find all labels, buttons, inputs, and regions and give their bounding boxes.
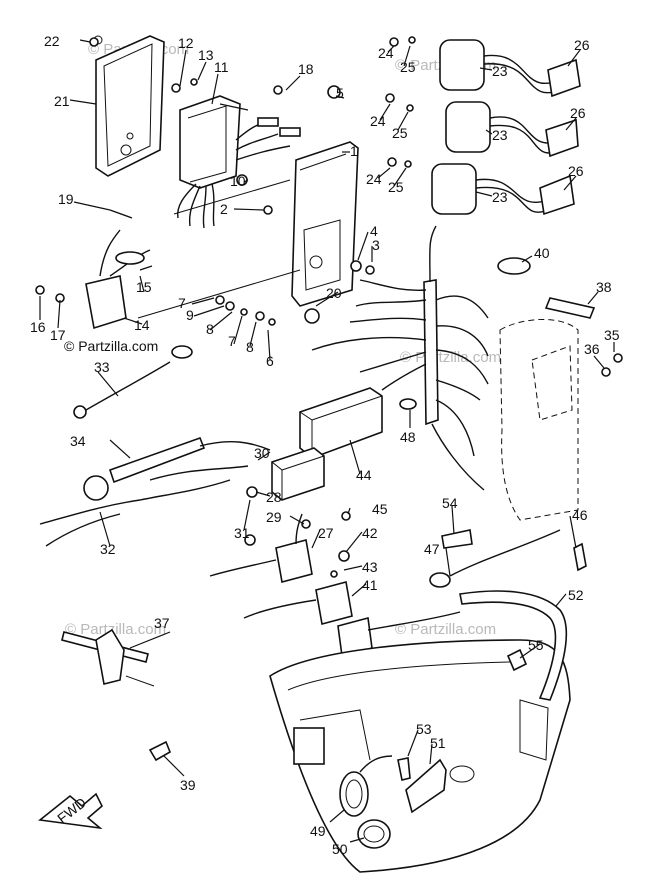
starter-relay-part — [209, 513, 313, 583]
callout-6: 6 — [266, 353, 274, 369]
callout-28: 28 — [266, 489, 282, 505]
callout-8b: 8 — [246, 339, 254, 355]
callout-46: 46 — [572, 507, 588, 523]
callout-25b: 25 — [392, 125, 408, 141]
callout-18: 18 — [298, 61, 314, 77]
callout-47: 47 — [424, 541, 440, 557]
relay-box-part — [271, 447, 325, 501]
callout-31: 31 — [234, 525, 250, 541]
callout-1: 1 — [350, 143, 358, 159]
callout-24a: 24 — [378, 45, 394, 61]
callout-54: 54 — [442, 495, 458, 511]
fastener-parts — [35, 37, 623, 762]
callout-53: 53 — [416, 721, 432, 737]
callout-34: 34 — [70, 433, 86, 449]
callout-36: 36 — [584, 341, 600, 357]
grommet-part — [339, 755, 393, 817]
callout-48: 48 — [400, 429, 416, 445]
callout-19: 19 — [58, 191, 74, 207]
callout-29: 29 — [266, 509, 282, 525]
callout-49: 49 — [310, 823, 326, 839]
ignition-cover-part — [93, 35, 165, 177]
callout-10: 10 — [230, 173, 246, 189]
callout-39: 39 — [180, 777, 196, 793]
callout-45: 45 — [372, 501, 388, 517]
callout-27: 27 — [318, 525, 334, 541]
bolt-part — [385, 36, 416, 168]
callout-13: 13 — [198, 47, 214, 63]
junction-box-part — [299, 387, 383, 459]
callout-43: 43 — [362, 559, 378, 575]
fwd-arrow-icon: FWD — [38, 792, 103, 830]
callout-8: 8 — [206, 321, 214, 337]
engine-outline — [499, 319, 579, 521]
cdi-unit-part — [177, 95, 301, 229]
spark-plug-cap-part — [539, 174, 575, 216]
main-cable-part — [39, 436, 271, 547]
callout-51: 51 — [430, 735, 446, 751]
callout-25a: 25 — [400, 59, 416, 75]
callout-33: 33 — [94, 359, 110, 375]
callout-labels: 1 2 3 4 5 6 7 7 8 8 9 10 11 12 13 14 15 … — [30, 33, 620, 857]
callout-44: 44 — [356, 467, 372, 483]
callout-38: 38 — [596, 279, 612, 295]
watermark-main: © Partzilla.com — [64, 338, 158, 354]
watermark: © Partzilla.com — [395, 621, 496, 638]
leader-lines — [39, 39, 615, 843]
ignition-coil-part — [439, 39, 561, 94]
plate-bracket-part — [405, 758, 447, 814]
callout-4: 4 — [370, 223, 378, 239]
battery-cable-part — [459, 590, 568, 701]
bottom-cowling-part — [269, 639, 571, 873]
starter-relay-part — [243, 581, 461, 658]
callout-24c: 24 — [366, 171, 382, 187]
callout-3: 3 — [372, 237, 380, 253]
callout-55: 55 — [528, 637, 544, 653]
callout-40: 40 — [534, 245, 550, 261]
callout-20: 20 — [326, 285, 342, 301]
ground-lead-part — [73, 345, 193, 419]
rectifier-part — [85, 229, 151, 330]
callout-11: 11 — [214, 59, 229, 75]
callout-14: 14 — [134, 317, 150, 333]
callout-26b: 26 — [570, 105, 586, 121]
callout-7b: 7 — [228, 333, 236, 349]
grommet-part — [357, 819, 391, 849]
callout-23c: 23 — [492, 189, 508, 205]
callout-25c: 25 — [388, 179, 404, 195]
callout-21: 21 — [54, 93, 70, 109]
watermark: © Partzilla.com — [65, 621, 166, 638]
callout-7: 7 — [178, 295, 186, 311]
callout-16: 16 — [30, 319, 46, 335]
callout-35: 35 — [604, 327, 620, 343]
callout-32: 32 — [100, 541, 116, 557]
callout-12: 12 — [178, 35, 194, 51]
spark-plug-cap-part — [545, 118, 579, 158]
callout-23b: 23 — [492, 127, 508, 143]
spark-plug-cap-part — [547, 58, 581, 98]
callout-37: 37 — [154, 615, 170, 631]
callout-9: 9 — [186, 307, 194, 323]
callout-2: 2 — [220, 201, 228, 217]
callout-41: 41 — [362, 577, 378, 593]
callout-52: 52 — [568, 587, 584, 603]
callout-26a: 26 — [574, 37, 590, 53]
callout-26c: 26 — [568, 163, 584, 179]
callout-15: 15 — [136, 279, 152, 295]
wire-harness-part — [311, 225, 489, 491]
ignition-coil-part — [431, 163, 549, 215]
screw-part — [397, 757, 411, 781]
mounting-bracket-part — [291, 141, 359, 307]
callout-42: 42 — [362, 525, 378, 541]
callout-24b: 24 — [370, 113, 386, 129]
cable-holder-part — [61, 628, 155, 687]
callout-17: 17 — [50, 327, 66, 343]
ignition-coil-part — [445, 101, 557, 154]
callout-22: 22 — [44, 33, 60, 49]
callout-5: 5 — [336, 85, 344, 101]
callout-23a: 23 — [492, 63, 508, 79]
callout-50: 50 — [332, 841, 348, 857]
callout-30: 30 — [254, 445, 270, 461]
